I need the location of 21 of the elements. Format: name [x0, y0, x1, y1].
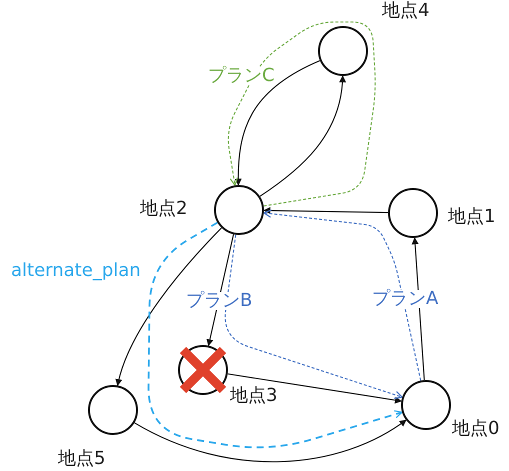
- point-label: 地点2: [140, 200, 188, 218]
- edge-label: プランC: [207, 67, 276, 85]
- arrow: [263, 207, 388, 214]
- arrow: [260, 75, 346, 197]
- arrow: [412, 237, 425, 380]
- point-label: 地点1: [448, 208, 496, 226]
- point-label: 地点3: [230, 387, 278, 405]
- dashed-arrow: [263, 210, 422, 381]
- dashed-arrow: [228, 21, 376, 207]
- arrow: [228, 373, 402, 404]
- point-label: 地点5: [58, 450, 106, 468]
- dashed-arrow: [224, 234, 403, 399]
- point-label: 地点0: [452, 420, 500, 438]
- dashed-arrow: [148, 222, 403, 448]
- arrow: [116, 227, 222, 386]
- arrow: [234, 60, 320, 186]
- edge-label: プランB: [185, 292, 254, 310]
- edge-label: alternate_plan: [10, 262, 142, 280]
- edge-label: プランA: [371, 290, 440, 308]
- point-label: 地点4: [382, 2, 430, 20]
- arrow: [134, 420, 407, 462]
